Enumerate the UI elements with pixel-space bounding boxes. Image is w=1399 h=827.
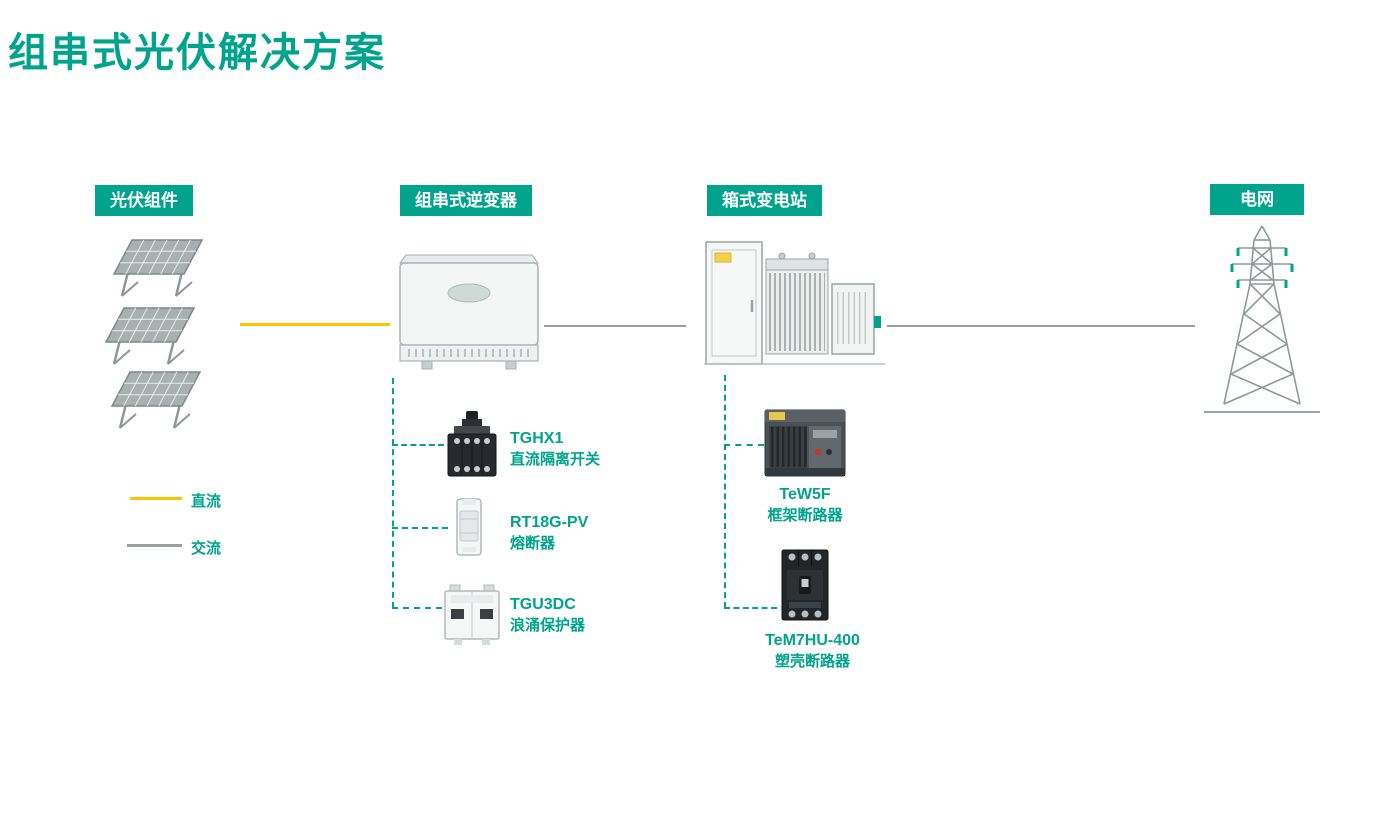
legend-ac-label: 交流 — [191, 540, 222, 557]
legend-dc-line — [130, 497, 182, 500]
component-model: TeM7HU-400 — [765, 632, 860, 649]
stage-badge-power-grid: 电网 — [1210, 184, 1304, 215]
inverter-component-dashed-branch — [392, 527, 448, 529]
power-grid-tower-icon — [1204, 224, 1320, 421]
inverter-components-dashed-trunk — [392, 378, 394, 608]
component-model: RT18G-PV — [510, 514, 589, 531]
solar-panel-icon — [110, 370, 202, 439]
component-model: TeW5F — [779, 486, 831, 503]
substation-component-dashed-branch — [724, 444, 764, 446]
legend-ac-line — [127, 544, 182, 547]
component-name: 直流隔离开关 — [510, 451, 601, 468]
substation-component-dashed-branch — [724, 607, 777, 609]
component-label-rt18g-pv: RT18G-PV 熔断器 — [510, 512, 588, 554]
fuse-icon — [448, 497, 490, 562]
substation-components-dashed-trunk — [724, 375, 726, 608]
box-substation-icon — [702, 232, 887, 380]
component-label-tem7hu-400: TeM7HU-400 塑壳断路器 — [740, 630, 885, 672]
stage-badge-box-substation: 箱式变电站 — [707, 185, 822, 216]
component-model: TGU3DC — [510, 596, 576, 613]
component-name: 塑壳断路器 — [774, 653, 850, 670]
component-name: 熔断器 — [510, 535, 556, 552]
solar-panel-icon — [112, 238, 204, 307]
dc-connection-line — [240, 323, 390, 326]
molded-case-breaker-icon — [777, 546, 833, 629]
solar-panel-icon — [104, 306, 196, 375]
page-title: 组串式光伏解决方案 — [8, 31, 386, 75]
dc-isolator-switch-icon — [444, 410, 500, 485]
stage-badge-string-inverter: 组串式逆变器 — [400, 185, 532, 216]
ac-connection-line — [887, 325, 1195, 327]
inverter-component-dashed-branch — [392, 607, 442, 609]
component-name: 浪涌保护器 — [510, 617, 586, 634]
component-label-tgu3dc: TGU3DC 浪涌保护器 — [510, 594, 585, 636]
component-label-tew5f: TeW5F 框架断路器 — [745, 484, 865, 526]
component-model: TGHX1 — [510, 430, 564, 447]
component-name: 框架断路器 — [767, 507, 843, 524]
ac-connection-line — [544, 325, 686, 327]
stage-badge-pv-modules: 光伏组件 — [95, 185, 193, 216]
inverter-component-dashed-branch — [392, 444, 444, 446]
legend-dc-label: 直流 — [191, 493, 222, 510]
surge-protector-icon — [442, 583, 502, 652]
string-inverter-icon — [394, 243, 544, 383]
air-circuit-breaker-icon — [763, 406, 847, 485]
component-label-tghx1: TGHX1 直流隔离开关 — [510, 428, 600, 470]
